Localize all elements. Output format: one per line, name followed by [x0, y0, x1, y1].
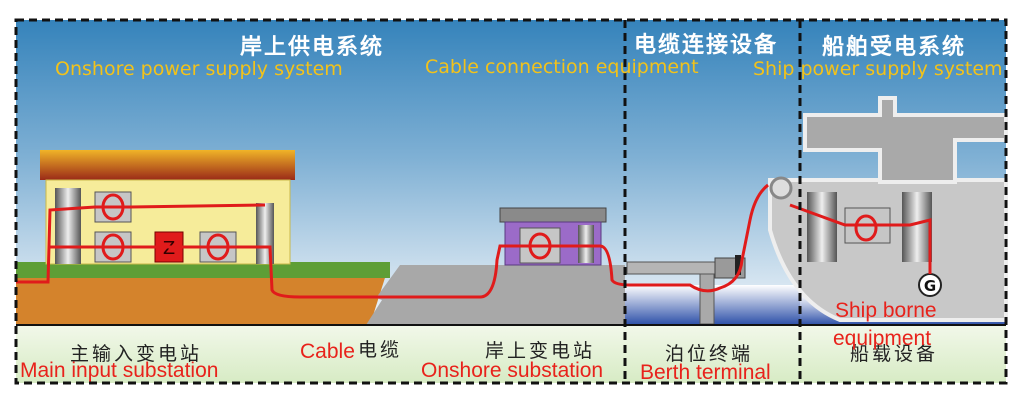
ship: G — [768, 96, 1008, 322]
main-substation-building: Z — [40, 150, 295, 265]
ship-title-zh: 船舶受电系统 — [822, 35, 967, 60]
section-dividers — [14, 18, 1008, 385]
berth-terminal-label-en: Berth terminal — [640, 361, 771, 384]
main-substation-label-en: Main input substation — [20, 359, 219, 382]
cable-label-en: Cable — [300, 340, 355, 363]
grass — [16, 262, 390, 278]
onshore-substation-building — [499, 207, 607, 266]
power-cable — [16, 183, 932, 299]
ship-title-en: Ship power supply system — [753, 58, 1003, 80]
onshore-title-en: Onshore power supply system — [55, 58, 343, 80]
onshore-title-zh: 岸上供电系统 — [240, 35, 385, 60]
cable-label-zh: 电缆 — [358, 339, 403, 361]
ship-equipment-label-en-line1: Ship borne — [835, 299, 937, 322]
onshore-substation-label-en: Onshore substation — [421, 359, 604, 382]
ship-equipment-label-en-line2: equipment — [833, 327, 932, 350]
generator-symbol: G — [924, 277, 936, 295]
quay — [366, 265, 625, 325]
onshore-substation-label-zh: 岸上变电站 — [485, 340, 596, 362]
label-band — [16, 325, 1006, 383]
cable-connection-title-en: Cable connection equipment — [425, 56, 699, 78]
cable-connection-title-zh: 电缆连接设备 — [634, 33, 779, 58]
main-substation-label-zh: 主输入变电站 — [70, 343, 203, 365]
ship-equipment-label-zh: 船载设备 — [850, 343, 939, 365]
berth-terminal-label-zh: 泊位终端 — [665, 343, 754, 365]
